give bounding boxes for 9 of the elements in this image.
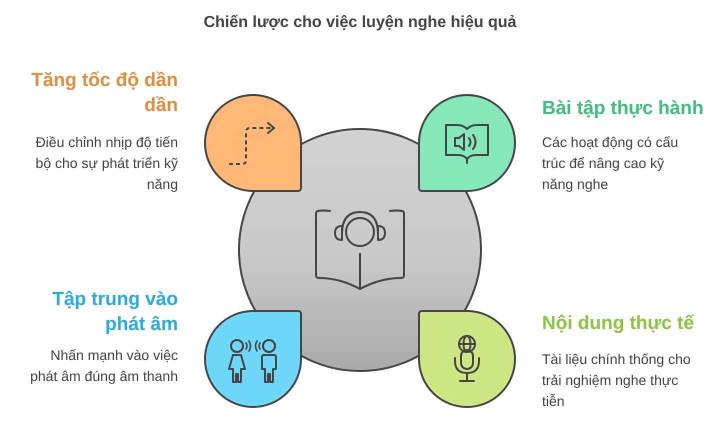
- heading: Tăng tốc độ dần dần: [30, 69, 178, 118]
- heading: Tập trung vào phát âm: [51, 288, 178, 337]
- heading: Nội dung thực tế: [542, 312, 696, 336]
- heading: Bài tập thực hành: [542, 97, 705, 121]
- description-text: Điều chỉnh nhịp độ tiến bộ cho sự phát triển kỹ năng: [34, 133, 178, 194]
- description-text: Tài liệu chính thống cho trải nghiệm nghe thực tiễn: [542, 350, 692, 411]
- title: Chiến lược cho việc luyện nghe hiệu quả: [204, 13, 516, 33]
- description-text: Các hoạt động có cấu trúc để nâng cao kỹ năng nghe: [542, 133, 680, 194]
- description-text: Nhấn mạnh vào việc phát âm đúng âm thanh: [29, 346, 178, 386]
